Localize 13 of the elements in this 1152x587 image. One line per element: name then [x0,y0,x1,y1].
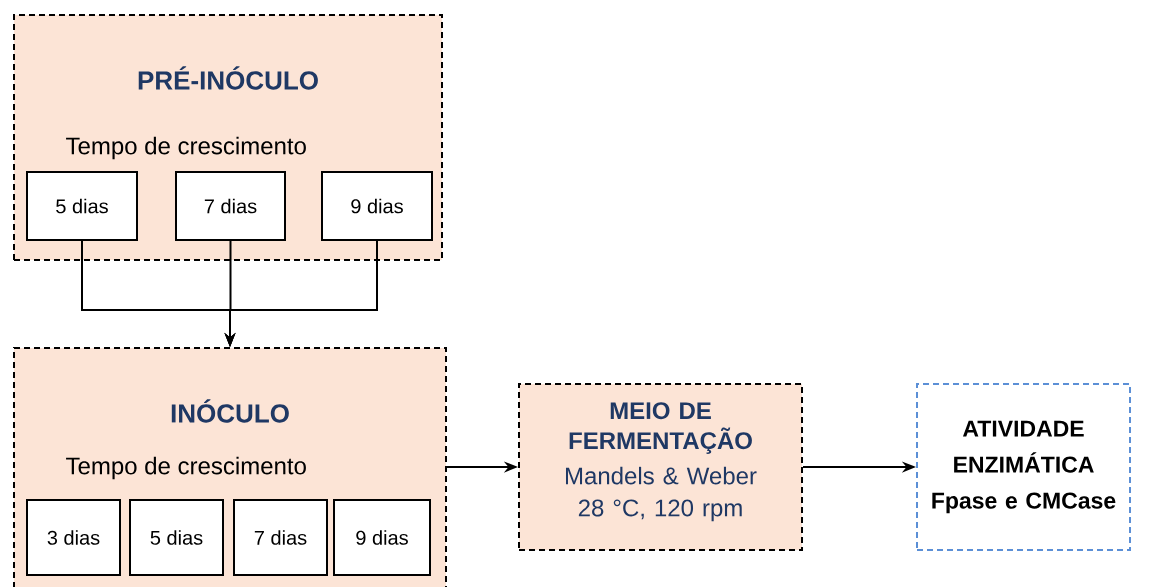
duration-box: 5 dias [26,171,138,241]
panel-subtitle: Tempo de crescimento [66,456,306,480]
duration-box: 7 dias [233,499,328,576]
duration-box: 9 dias [333,499,431,576]
duration-box: 9 dias [321,171,433,241]
panel-title: INÓCULO [171,399,289,423]
panel-title: PRÉ-INÓCULO [138,66,318,90]
duration-box: 3 dias [26,499,121,576]
panel-subtitle: Tempo de crescimento [66,136,306,160]
duration-box: 5 dias [129,499,224,576]
process-box: MEIO DE FERMENTAÇÃO Mandels & Weber 28 °C, 120 rpm [518,383,803,551]
result-box: ATIVIDADE ENZIMÁTICA Fpase e CMCase [916,383,1131,551]
duration-box: 7 dias [175,171,286,241]
